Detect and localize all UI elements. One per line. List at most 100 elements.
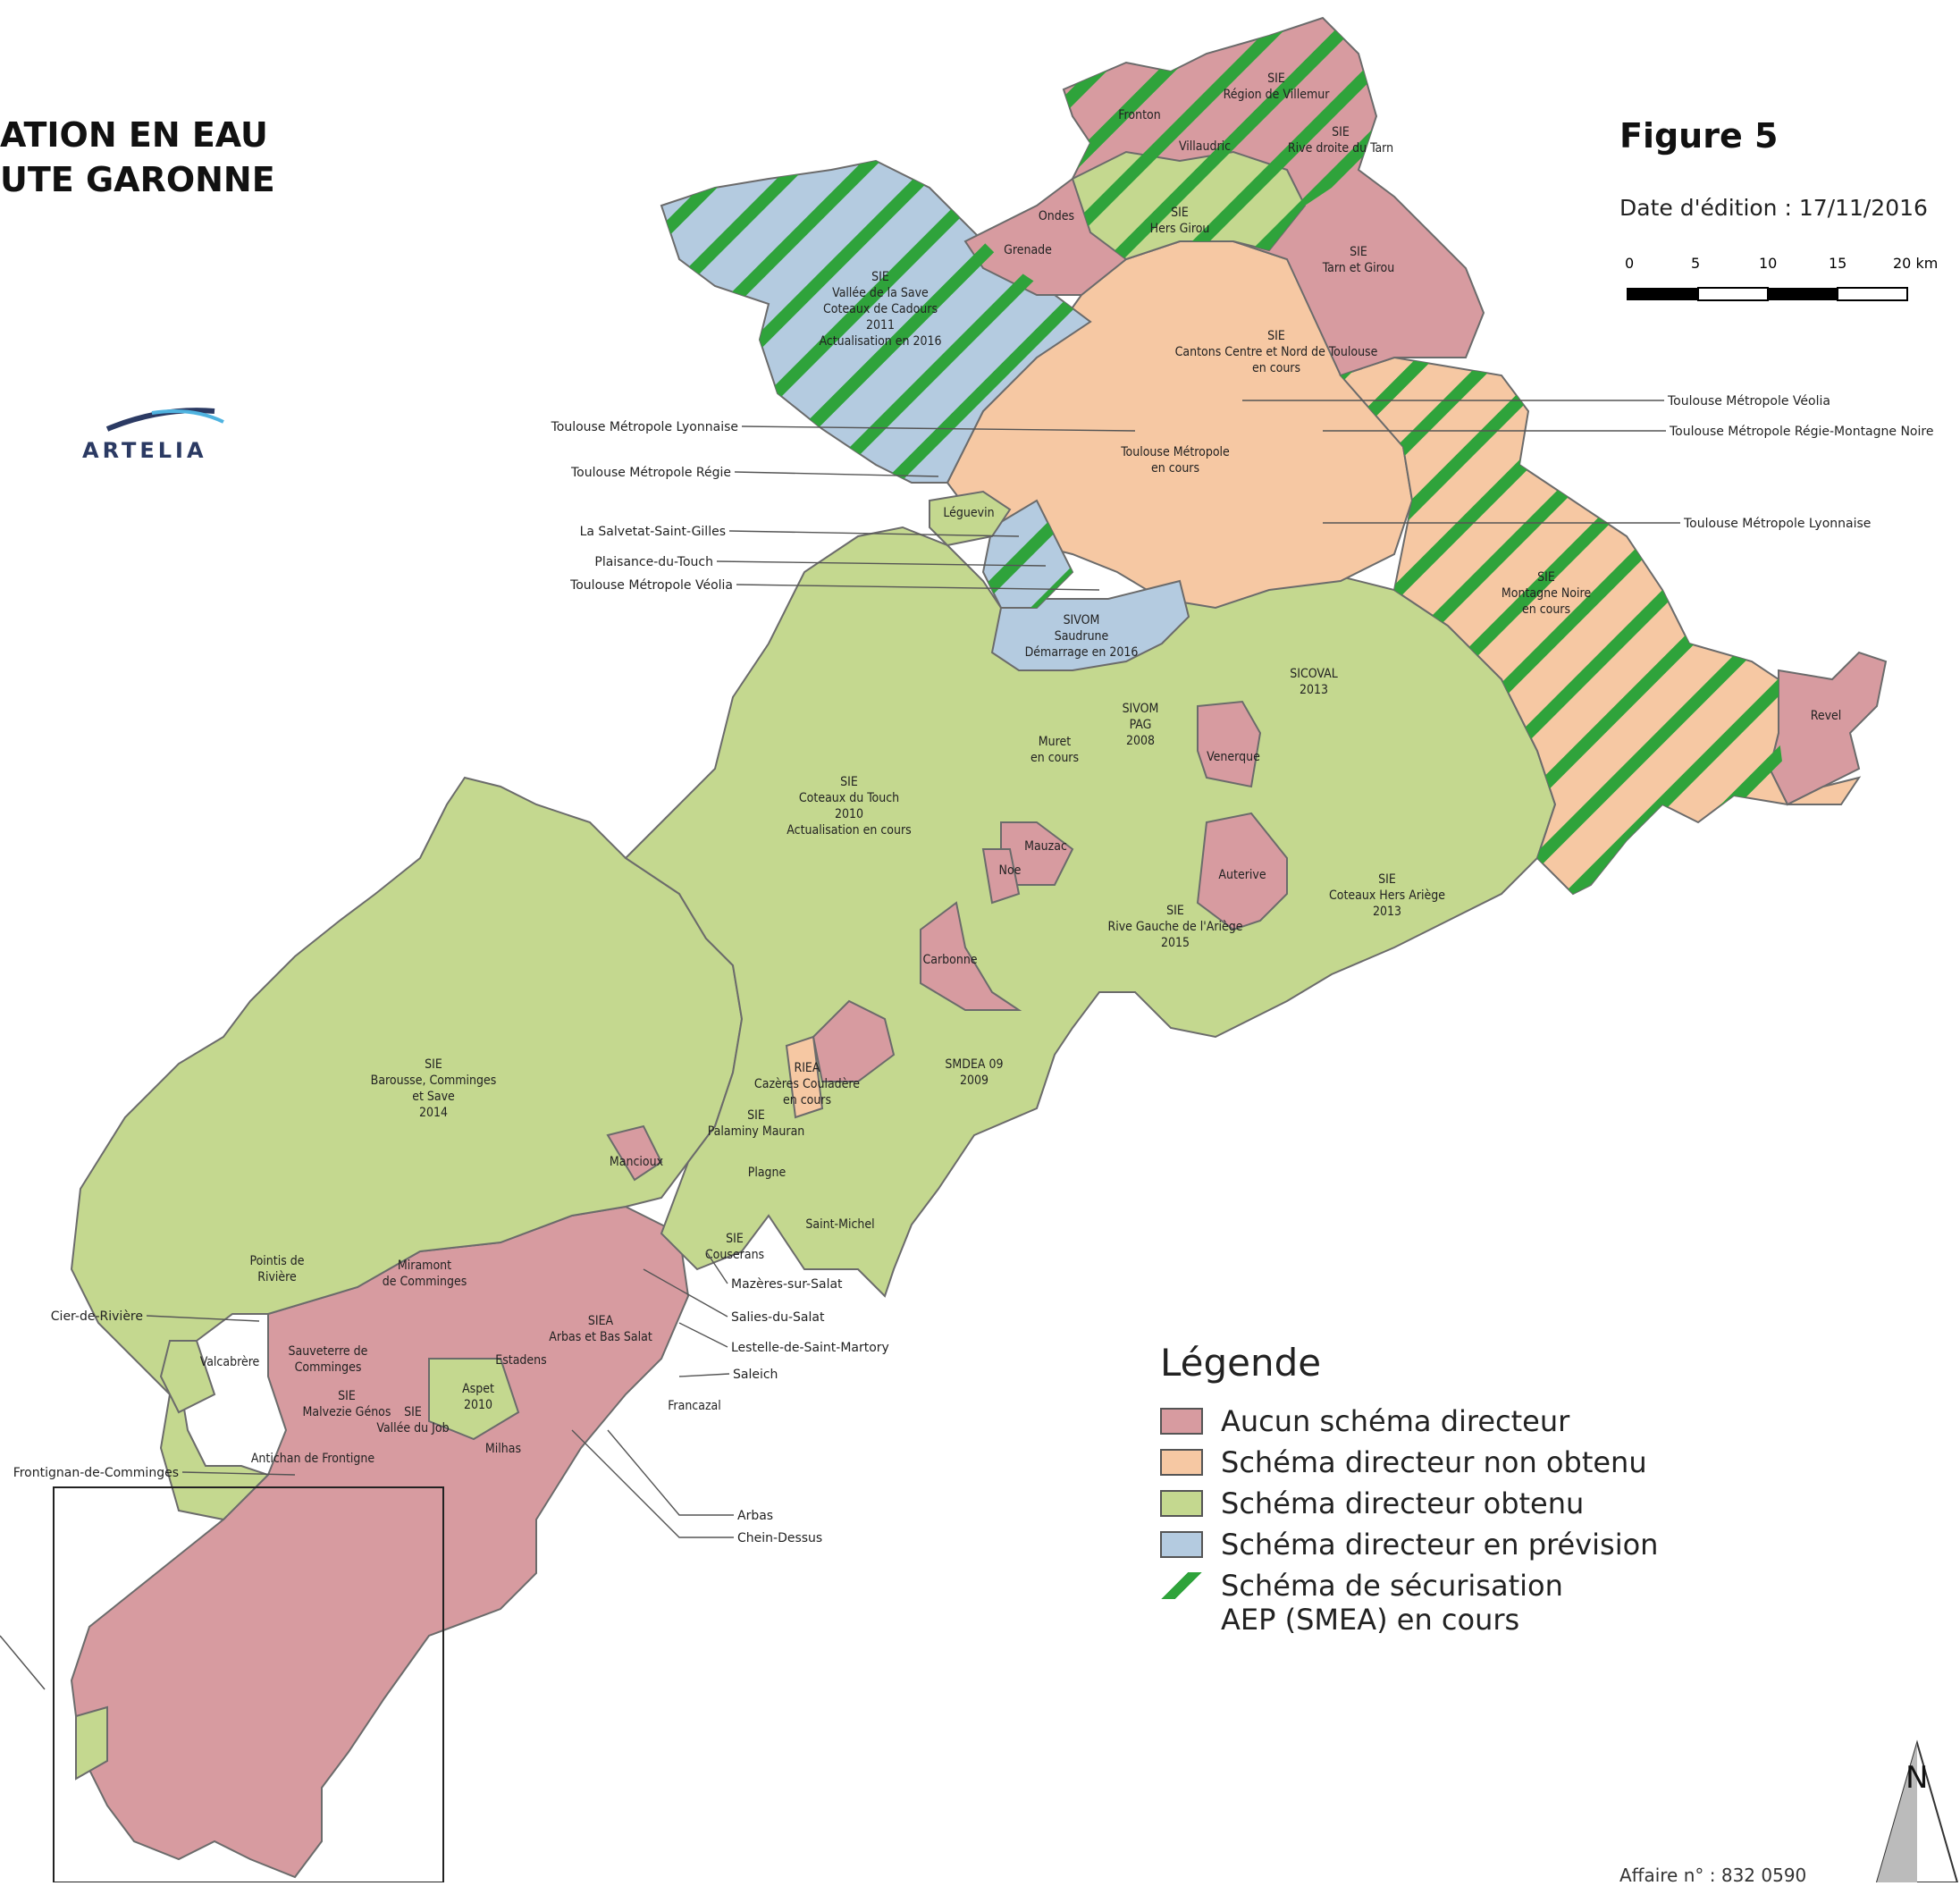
label-milhas: Milhas — [485, 1442, 521, 1456]
legend-item-non_obtenu: Schéma directeur non obtenu — [1160, 1445, 1658, 1479]
callout-saleich: Saleich — [733, 1368, 778, 1382]
callout-line-frontignan — [181, 1471, 296, 1476]
hatch-strip — [983, 501, 1073, 608]
label-ondes: Ondes — [1039, 209, 1074, 223]
callout-chein: Chein-Dessus — [737, 1531, 822, 1545]
legend-item-obtenu: Schéma directeur obtenu — [1160, 1486, 1658, 1520]
label-mauzac: Mauzac — [1024, 839, 1067, 854]
legend-label-obtenu: Schéma directeur obtenu — [1221, 1486, 1585, 1520]
legend-label-non_obtenu: Schéma directeur non obtenu — [1221, 1445, 1647, 1479]
legend-swatch-securisation — [1160, 1572, 1203, 1599]
label-fronton: Fronton — [1118, 108, 1160, 122]
map-title-line1: ATION EN EAU — [0, 115, 268, 155]
callout-line-mazeres — [705, 1250, 728, 1284]
callout-cier: Cier-de-Rivière — [51, 1309, 143, 1324]
label-carbonne: Carbonne — [922, 953, 977, 967]
callout-frontignan: Frontignan-de-Comminges — [13, 1466, 179, 1480]
label-valcabrere: Valcabrère — [200, 1355, 260, 1369]
region-riea — [785, 1035, 824, 1119]
logo-text: ARTELIA — [82, 438, 207, 463]
region-west-green-small — [75, 1705, 108, 1781]
callout-tm-regie-mn-e: Toulouse Métropole Régie-Montagne Noire — [1669, 425, 1933, 439]
legend-swatch-aucun — [1160, 1408, 1203, 1435]
legend-label-aucun: Aucun schéma directeur — [1221, 1404, 1570, 1438]
label-francazal: Francazal — [668, 1399, 721, 1413]
region-noe — [981, 848, 1021, 905]
inset-frame — [53, 1486, 444, 1882]
callout-line-cier — [146, 1315, 260, 1322]
region-carbonne — [920, 901, 1022, 1011]
scale-bar: 0 5 10 15 20 km — [1625, 255, 1938, 301]
callout-lestelle: Lestelle-de-Saint-Martory — [731, 1341, 889, 1355]
region-valcabrere — [159, 1340, 216, 1414]
hatch-save — [661, 161, 1090, 483]
north-arrow: N — [1875, 1739, 1959, 1882]
label-revel: Revel — [1811, 709, 1842, 723]
label-noe: Noe — [999, 863, 1022, 878]
date-label: Date d'édition : 17/11/2016 — [1619, 195, 1928, 221]
callout-tm-lyonnaise-w: Toulouse Métropole Lyonnaise — [551, 420, 738, 434]
hatch-north — [1064, 18, 1376, 259]
callout-line-salvetat — [728, 530, 1020, 537]
region-aspet — [428, 1358, 520, 1441]
callout-mazeres: Mazères-sur-Salat — [731, 1277, 843, 1292]
callout-arbas: Arbas — [737, 1509, 773, 1523]
callout-line-arbas — [607, 1429, 734, 1516]
label-villaudric: Villaudric — [1179, 139, 1231, 154]
region-venerque — [1197, 700, 1262, 788]
legend-label-securisation: Schéma de sécurisation AEP (SMEA) en cou… — [1221, 1569, 1563, 1637]
callout-plaisance: Plaisance-du-Touch — [594, 555, 713, 569]
legend-swatch-obtenu — [1160, 1490, 1203, 1517]
legend-item-securisation: Schéma de sécurisation AEP (SMEA) en cou… — [1160, 1569, 1658, 1637]
label-plagne: Plagne — [748, 1166, 787, 1180]
scale-tick-0: 0 — [1625, 255, 1634, 272]
legend-swatch-prevision — [1160, 1531, 1203, 1558]
label-mancioux: Mancioux — [610, 1155, 664, 1169]
callout-tm-veolia-e: Toulouse Métropole Véolia — [1667, 394, 1830, 408]
callout-tm-veolia-w: Toulouse Métropole Véolia — [569, 578, 733, 593]
region-south-pink — [70, 1205, 690, 1879]
hatch-montagne-noire — [1341, 358, 1788, 894]
label-antichan: Antichan de Frontigne — [251, 1452, 375, 1466]
legend-item-prevision: Schéma directeur en prévision — [1160, 1528, 1658, 1562]
callout-line-saleich — [678, 1373, 730, 1377]
logo-swoosh-accent — [151, 408, 224, 424]
callout-tm-regie-w: Toulouse Métropole Régie — [570, 466, 731, 480]
footer-text: Affaire n° : 832 0590 — [1619, 1865, 1807, 1886]
figure-label: Figure 5 — [1619, 116, 1779, 156]
callout-line-lestelle — [678, 1322, 728, 1348]
smea-hatch-layer — [661, 18, 1788, 894]
scale-tick-1: 5 — [1691, 255, 1700, 272]
legend-item-aucun: Aucun schéma directeur — [1160, 1404, 1658, 1438]
map-title-line2: UTE GARONNE — [0, 160, 275, 199]
label-saint-michel: Saint-Michel — [805, 1217, 874, 1232]
callout-line-tm-regie-w — [734, 471, 939, 477]
label-auterive: Auterive — [1218, 868, 1266, 882]
